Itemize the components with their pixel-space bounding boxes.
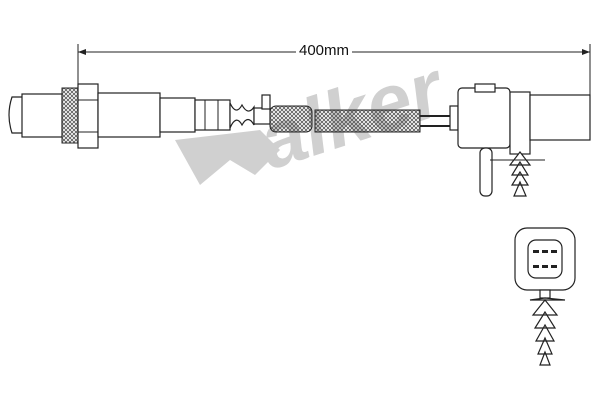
clip: [479, 147, 493, 197]
braided-cable: [314, 109, 421, 133]
connector-end-view: [514, 227, 576, 366]
clip: [261, 94, 271, 110]
braided-cable: [269, 105, 313, 133]
sensor-body: [97, 92, 161, 138]
sensor-tip: [8, 96, 25, 134]
wires: [420, 115, 455, 127]
hex-flange: [77, 83, 99, 149]
sensor-shield: [21, 93, 63, 138]
oxygen-sensor: [8, 83, 455, 149]
push-rivet: [531, 299, 559, 366]
push-rivet: [508, 151, 532, 197]
dimension-label: 400mm: [296, 42, 353, 59]
sensor-thread: [61, 87, 79, 144]
connector: [449, 83, 591, 197]
bellows: [229, 102, 255, 129]
ribbed-sleeve: [194, 99, 231, 131]
